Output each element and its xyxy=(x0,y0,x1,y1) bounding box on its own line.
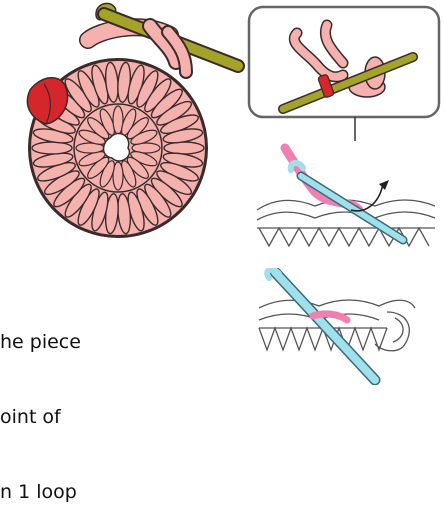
slip-stitch-figure xyxy=(255,140,440,255)
hook-loop-closeup-figure xyxy=(247,5,443,145)
instruction-line-1: he piece xyxy=(0,330,160,355)
hook-insert-figure xyxy=(255,268,420,385)
instruction-line-3: n 1 loop xyxy=(0,480,160,505)
hook-insert-icon xyxy=(267,270,375,380)
instruction-text: he piece oint of n 1 loop xyxy=(0,280,160,530)
instruction-line-2: oint of xyxy=(0,405,160,430)
stitch-petal-outer xyxy=(164,142,204,154)
stitch-petal-outer xyxy=(32,142,72,154)
crochet-round-figure xyxy=(0,0,250,245)
